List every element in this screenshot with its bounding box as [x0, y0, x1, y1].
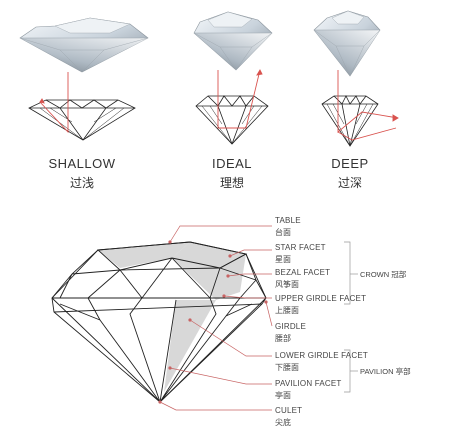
part-table-label-zh: 台面: [275, 228, 291, 237]
deep-diamond-photo: [313, 10, 381, 77]
part-star-facet-label-zh: 星面: [275, 255, 291, 264]
shallow-diamond-photo: [19, 17, 149, 73]
shallow-label: SHALLOW: [48, 156, 116, 171]
part-bezal-facet-label: BEZAL FACET: [275, 268, 331, 277]
part-bezal-facet-label-zh: 风筝面: [275, 280, 299, 289]
crown-group-label: CROWN 冠部: [360, 270, 407, 279]
part-girdle-label: GIRDLE: [275, 322, 306, 331]
part-culet-label-zh: 尖底: [275, 418, 291, 427]
deep-label-zh: 过深: [337, 176, 362, 190]
shallow-cut-profile: [28, 99, 136, 141]
leader-dots: [158, 240, 268, 404]
leader-lines: [159, 225, 273, 411]
ideal-label-zh: 理想: [219, 176, 244, 190]
part-upper-girdle-facet-label: UPPER GIRDLE FACET: [275, 294, 367, 303]
ideal-label: IDEAL: [211, 156, 253, 171]
part-lower-girdle-facet-label-zh: 下腰面: [275, 363, 299, 372]
part-star-facet-label: STAR FACET: [275, 243, 326, 252]
pavilion-group-label: PAVILION 亭部: [360, 367, 411, 376]
part-pavilion-facet-label: PAVILION FACET: [275, 379, 342, 388]
part-culet-label: CULET: [275, 406, 303, 415]
part-girdle-label-zh: 腰部: [275, 334, 291, 343]
ideal-cut-profile: [195, 95, 269, 145]
part-table-label: TABLE: [275, 216, 301, 225]
pavilion-bracket: [344, 349, 358, 393]
deep-light-ray: [337, 70, 399, 141]
deep-label: DEEP: [331, 156, 369, 171]
ideal-diamond-photo: [193, 11, 273, 71]
ideal-light-ray: [217, 69, 263, 129]
crown-bracket: [344, 241, 358, 305]
deep-cut-profile: [321, 95, 379, 147]
shallow-light-ray: [39, 72, 69, 134]
anatomy-diamond: [51, 241, 267, 403]
part-lower-girdle-facet-label: LOWER GIRDLE FACET: [275, 351, 368, 360]
shallow-label-zh: 过浅: [69, 176, 94, 190]
part-upper-girdle-facet-label-zh: 上腰面: [275, 306, 299, 315]
part-pavilion-facet-label-zh: 亭面: [275, 391, 291, 400]
